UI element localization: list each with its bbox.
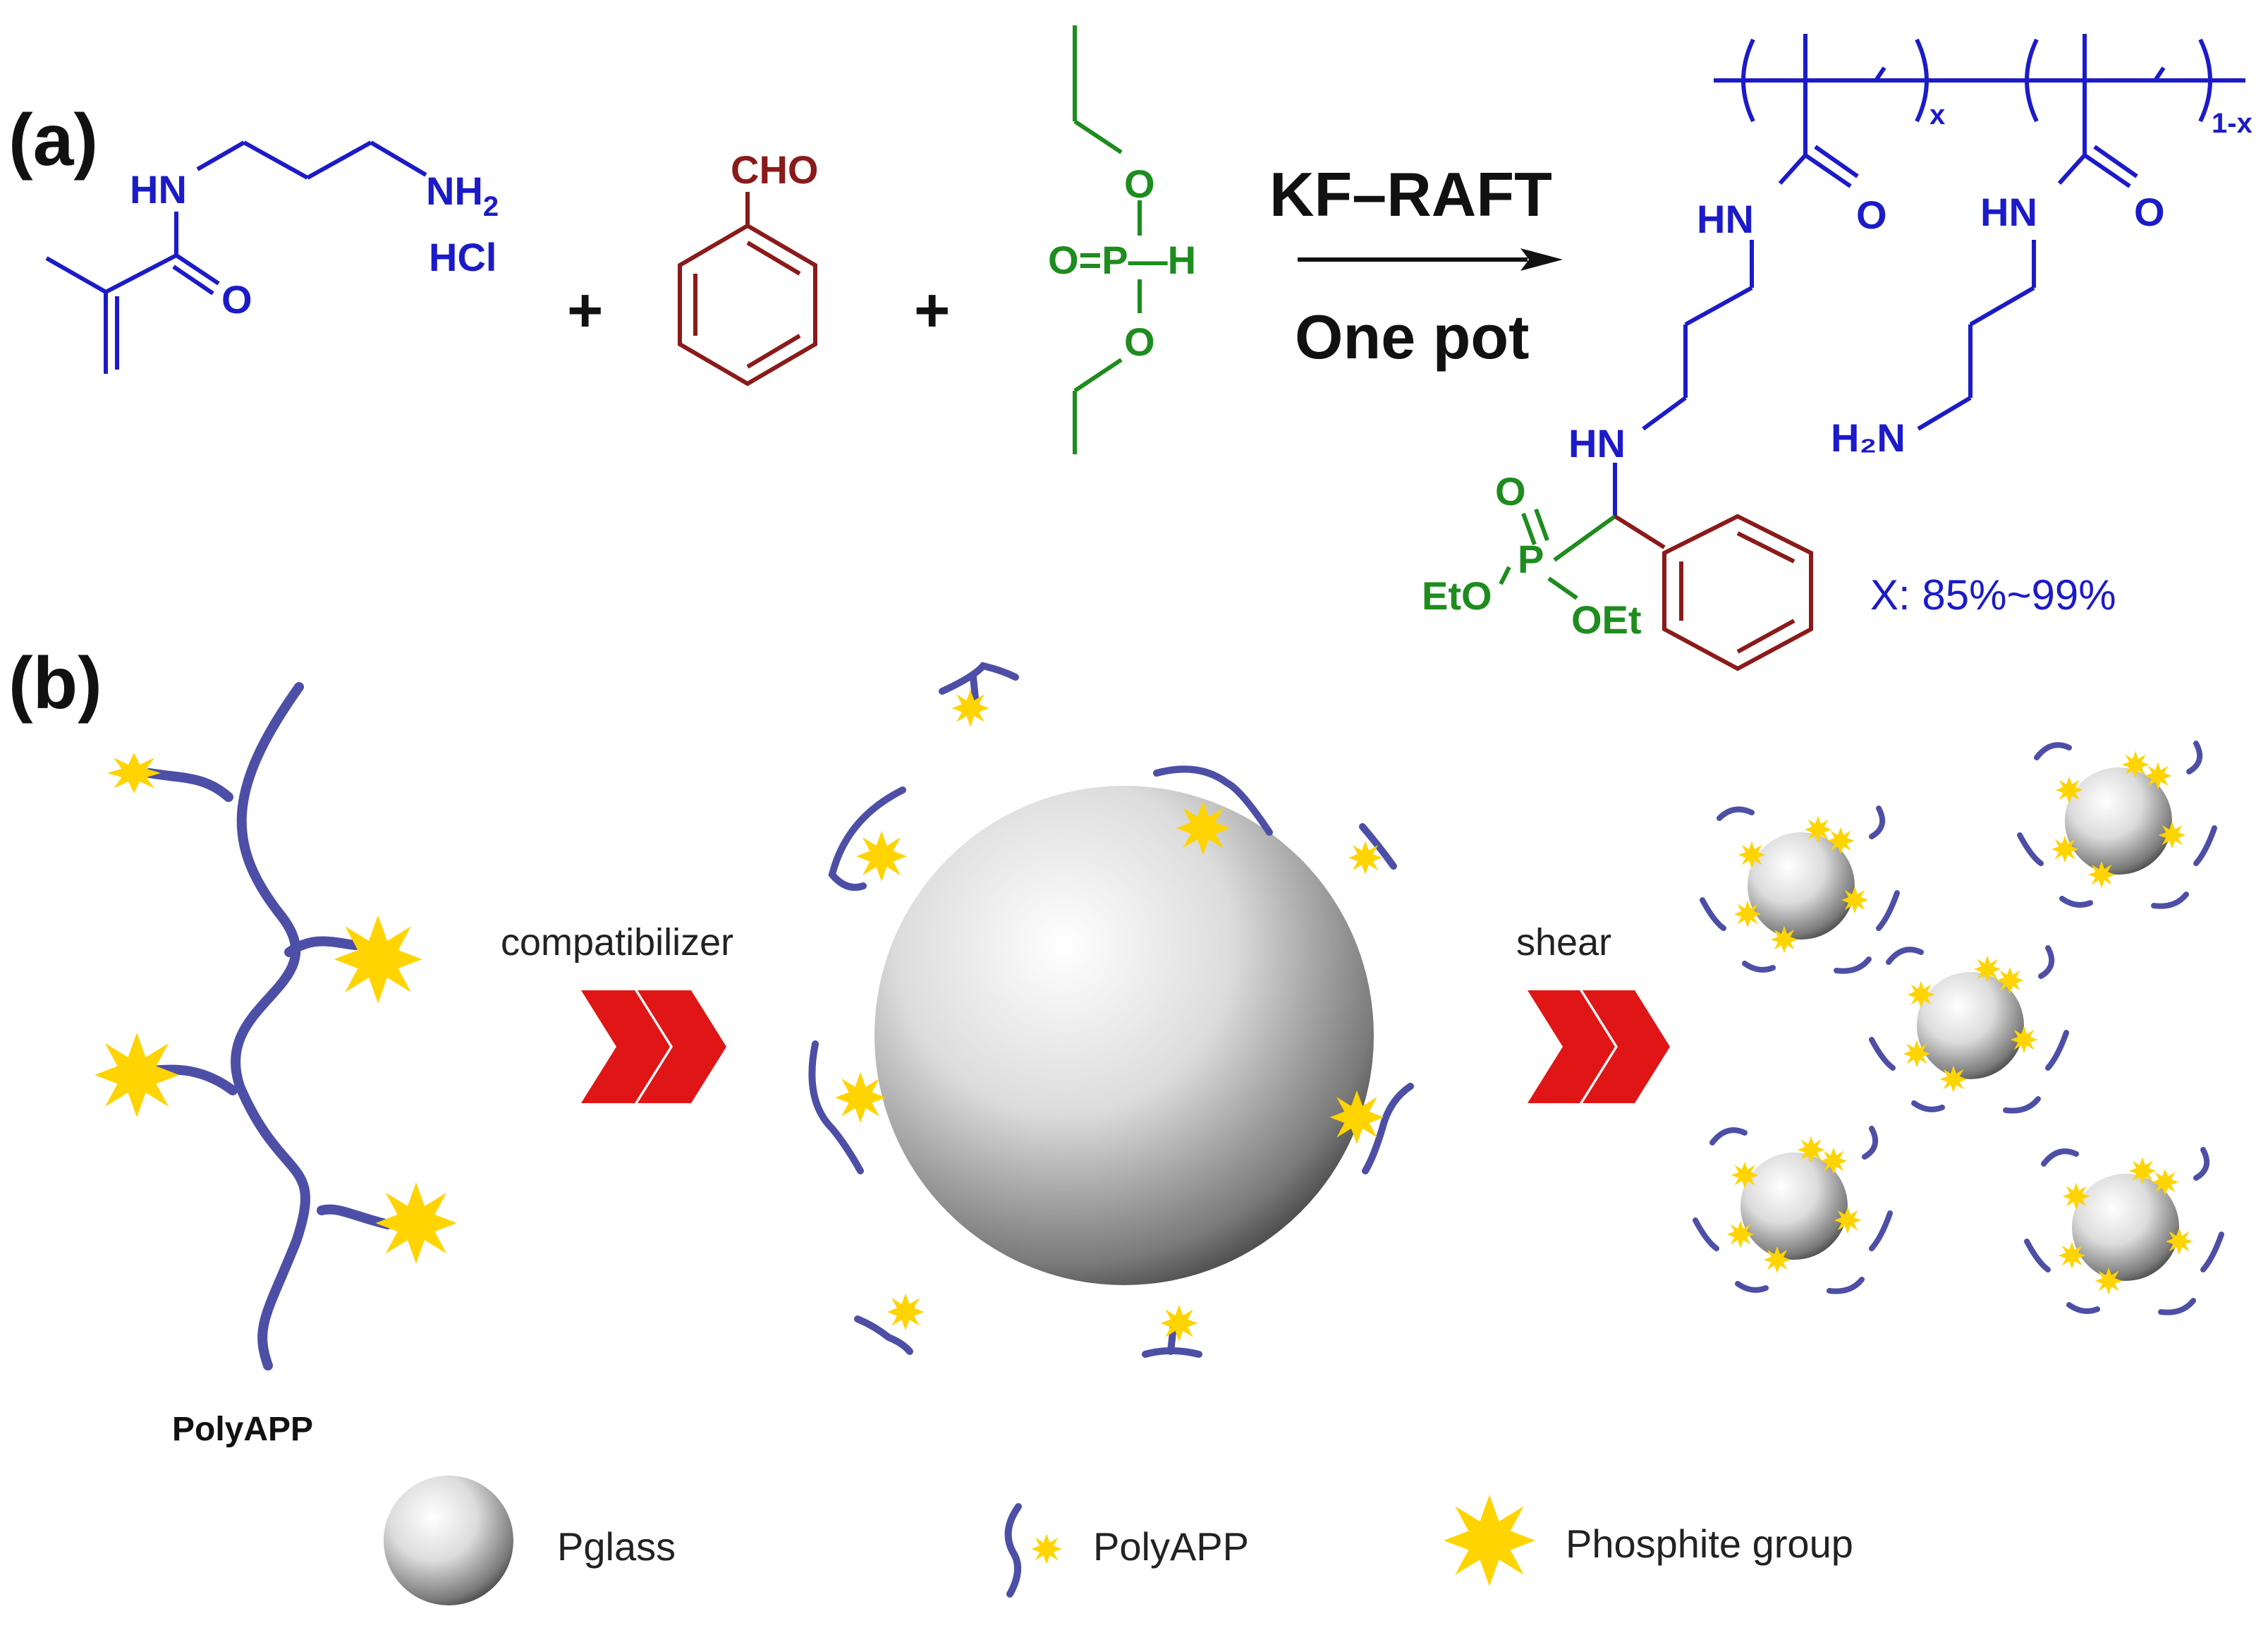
phosphite-o-top: O [1124,162,1155,206]
product-o-1: O [1856,193,1887,237]
step-compatibilizer-label: compatibilizer [501,921,733,964]
dispersed-particle [1693,1126,1893,1294]
product-phosphonate [1499,508,1616,600]
plus-sign-1: + [567,275,603,345]
arrow-label-top: KF–RAFT [1269,159,1552,229]
monomer-hcl: HCl [429,235,496,279]
product-hn-3: HN [1568,421,1626,466]
chains-around-sphere [808,662,1414,1358]
product-copolymer [1613,34,2245,516]
reactant-benzaldehyde [678,192,817,387]
sub-x: x [1929,99,1945,130]
product-p-o: O [1495,469,1526,513]
legend: Pglass PolyAPP Phosphite group [384,1476,1853,1605]
dispersed-particle [2017,741,2217,909]
monomer-o: O [221,277,252,322]
arrow-label-bottom: One pot [1295,302,1529,372]
legend-polyapp: PolyAPP [1093,1524,1249,1569]
polyapp-chain [139,682,393,1370]
chevron-arrow-1 [581,990,726,1103]
aldehyde-cho: CHO [731,147,818,192]
legend-phosphite: Phosphite group [1566,1521,1853,1566]
product-hn-2: HN [1980,190,2037,234]
product-h2n: H₂N [1831,415,1906,460]
reactant-monomer [45,140,427,374]
step-shear-label: shear [1516,921,1611,964]
large-pglass-sphere [874,786,1374,1285]
monomer-nh2: NH2 [426,169,499,222]
product-eto: EtO [1422,573,1492,618]
sub-1-x: 1-x [2212,108,2252,139]
panel-b-label: (b) [8,643,102,724]
reactant-phosphite [1073,25,1142,454]
polyapp-label: PolyAPP [172,1411,313,1448]
panel-a-label: (a) [8,99,98,181]
starburst-icon [1444,1495,1535,1586]
legend-pglass: Pglass [557,1524,676,1569]
phosphite-o-bottom: O [1124,320,1155,364]
reaction-arrow [1298,248,1563,271]
product-oet: OEt [1571,597,1642,642]
plus-sign-2: + [914,275,950,345]
ratio-label: X: 85%~99% [1870,571,2116,619]
product-p: P [1518,537,1544,581]
polymer-chain-icon [1004,1503,1062,1598]
phosphite-p-line: O=P—H [1048,238,1196,282]
sphere-icon [384,1476,513,1605]
dispersed-particle [1869,945,2069,1114]
chevron-arrow-2 [1528,990,1670,1103]
product-hn-1: HN [1697,197,1754,241]
dispersed-particle [2024,1147,2224,1315]
product-phenyl-ring [1614,513,1813,671]
monomer-nh: HN [130,167,187,212]
dispersed-particle [1700,806,1900,974]
product-o-2: O [2134,190,2165,234]
